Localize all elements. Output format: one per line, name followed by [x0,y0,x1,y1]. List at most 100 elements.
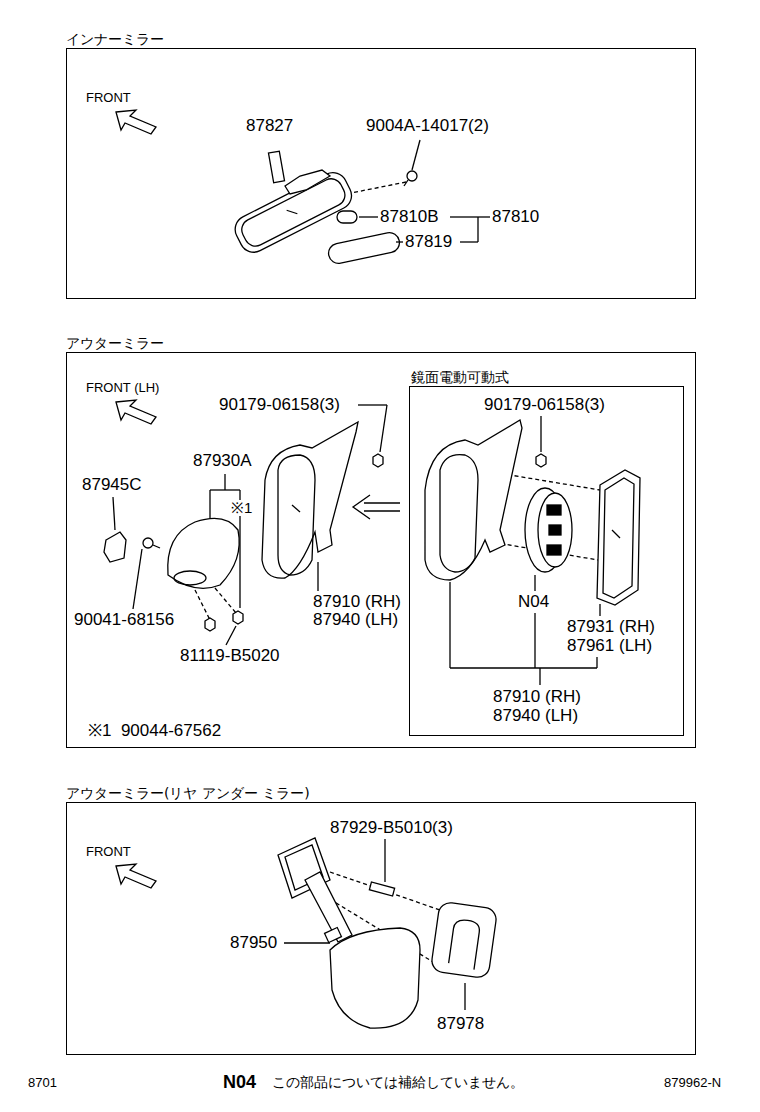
part-number: 87930A [191,452,254,471]
power-mirror [425,420,640,605]
outer-mirror [364,510,400,511]
power-mirror [440,455,478,572]
part-number: 9004A-14017(2) [364,117,491,136]
front-label: FRONT [84,91,133,105]
section-frame: アウターミラー(リヤ アンダー ミラー) [66,802,696,1055]
leader-line [460,241,478,242]
outer-mirror [205,618,215,631]
section-heading: アウターミラー(リヤ アンダー ミラー) [65,785,311,801]
part-number: 87810B [378,208,441,227]
part-number: 81119-B5020 [178,647,282,666]
leader-line [359,216,378,217]
section-heading: アウターミラー [65,335,165,351]
outer-mirror [292,505,300,512]
leader-line [534,613,535,668]
power-mirror [547,545,561,555]
rear-under-mirror [430,901,497,978]
footnote: この部品については補給していません。 [270,1075,526,1090]
leader-line [226,626,236,645]
leader-line [412,140,420,170]
leader-line [113,497,115,530]
part-number: 90179-06158(3) [482,396,607,415]
leader-line [380,405,387,452]
part-number: 87910 (RH) [311,593,403,612]
power-mirror [597,470,640,605]
leader-line [209,490,210,518]
outer-mirror [353,495,370,519]
section-frame: インナーミラー [66,48,696,299]
leader-line [396,241,403,242]
power-mirror [425,420,522,580]
leader-line [464,983,465,1010]
front-label: FRONT (LH) [84,381,161,395]
outer-mirror [174,571,206,585]
leader-line [133,549,142,609]
rear-under-mirror [325,928,342,943]
front-arrow [116,400,156,424]
leader-line [534,575,535,591]
note-mark: ※1 [229,500,254,517]
outer-mirror [195,590,210,620]
part-number: N04 [516,593,551,612]
leader-line [540,416,541,452]
power-mirror [603,478,634,598]
leader-line [539,668,540,685]
outer-mirror [168,518,239,588]
outer-mirror [104,532,126,562]
rear-under-mirror [330,928,420,1028]
part-number: 87931 (RH) [565,618,657,637]
section-heading: 鏡面電動可動式 [410,369,510,385]
leader-line [210,489,240,490]
inner-mirror [337,211,357,223]
part-number: 87940 (LH) [491,707,580,726]
part-number: 87950 [228,934,279,953]
page-code: 8701 [26,1076,59,1090]
leader-line [359,140,490,242]
front-arrow [116,864,156,888]
note-text: ※1 90044-67562 [86,722,223,741]
part-number: 87827 [244,117,295,136]
rear-under-mirror [448,919,480,970]
front-arrow [116,110,156,134]
power-mirror [536,454,546,467]
outer-mirror [143,538,153,548]
power-mirror [538,493,572,567]
outer-mirror [364,502,400,503]
rear-under-mirror [278,838,498,1028]
leader-line [450,216,478,217]
leader-line [478,216,490,217]
inner-mirror [287,207,298,218]
leader-line [224,474,225,490]
front-arrow [116,864,156,888]
page-code: 879962-N [662,1076,723,1090]
leader-line [477,217,478,242]
front-arrow [116,110,156,134]
leader-line [599,604,600,616]
part-number: 90179-06158(3) [217,396,342,415]
inner-mirror [404,180,408,186]
outer-mirror [373,454,383,467]
outer-mirror [278,455,315,575]
outer-mirror [233,611,243,624]
outer-mirror [215,588,236,613]
leader-line [284,942,330,943]
part-number: 87940 (LH) [311,611,400,630]
part-number: 90041-68156 [72,611,176,630]
part-number: 87929-B5010(3) [328,819,455,838]
part-number: 87910 (RH) [491,688,583,707]
part-number: 87945C [80,476,144,495]
part-number: 87819 [403,233,454,252]
inner-mirror [407,171,417,181]
part-number: 87978 [435,1015,486,1034]
front-arrow [116,400,156,424]
leader-line [450,667,597,668]
outer-mirror [262,422,358,578]
power-mirror [549,525,561,535]
section-heading: インナーミラー [65,31,165,47]
part-number: 87961 (LH) [565,637,654,656]
leader-line [284,839,465,1010]
power-mirror [547,505,561,515]
section-frame: 鏡面電動可動式 [409,386,684,736]
